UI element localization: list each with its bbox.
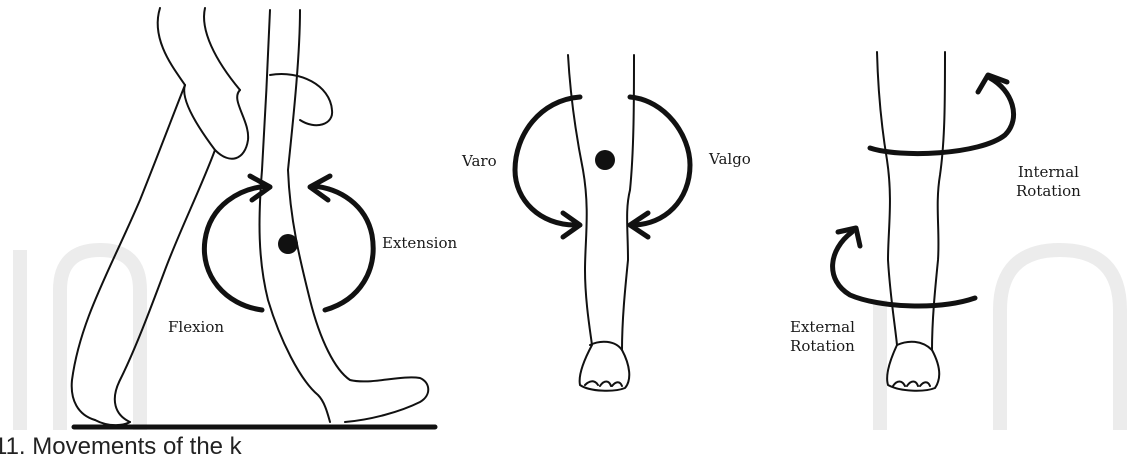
external-rotation-arrow (833, 228, 975, 306)
figure-caption: 11. Movements of the k (0, 433, 242, 461)
varo-label: Varo (462, 152, 497, 171)
internal-rotation-label: Internal Rotation (1016, 163, 1081, 201)
internal-rotation-label-line1: Internal (1016, 163, 1081, 182)
extension-label: Extension (382, 234, 457, 253)
knee-center-dot (278, 234, 298, 254)
varo-arrow (515, 97, 580, 237)
flexion-extension-leg (72, 8, 435, 427)
extension-arrow (310, 176, 373, 310)
valgo-label: Valgo (709, 150, 751, 169)
flexion-label: Flexion (168, 318, 224, 337)
internal-rotation-label-line2: Rotation (1016, 182, 1081, 201)
valgo-arrow (630, 97, 690, 237)
knee-center-dot (595, 150, 615, 170)
internal-rotation-arrow (870, 75, 1014, 154)
external-rotation-label-line2: Rotation (790, 337, 855, 356)
external-rotation-label: External Rotation (790, 318, 855, 356)
rotation-leg (877, 52, 945, 391)
knee-movements-figure (0, 0, 1140, 449)
external-rotation-label-line1: External (790, 318, 855, 337)
